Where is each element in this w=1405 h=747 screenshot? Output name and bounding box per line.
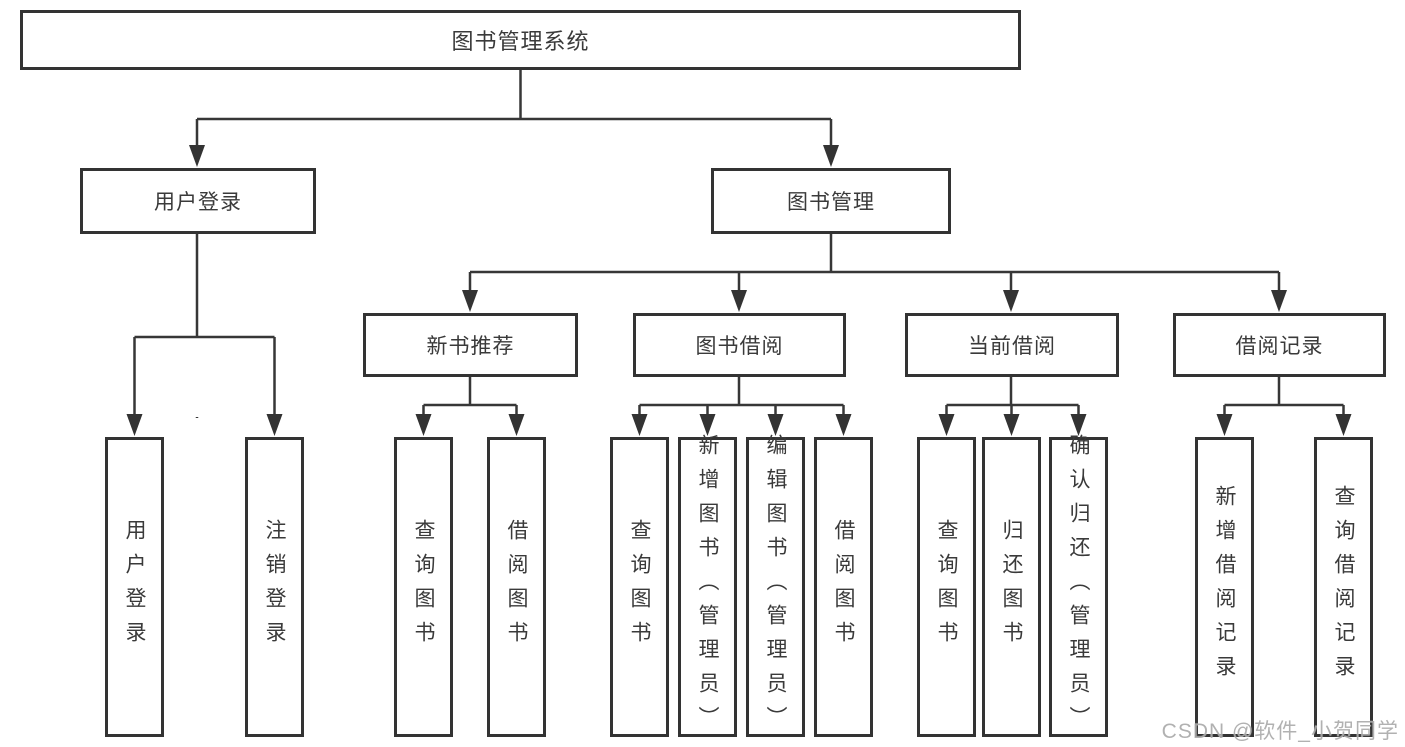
leaf-query-books-borrow: 查询图书 [610,437,669,737]
node-book-management: 图书管理 [711,168,951,234]
node-borrowing-records-label: 借阅记录 [1235,335,1324,358]
leaf-add-borrow-record: 新增借阅记录 [1195,437,1254,737]
edge-current-children [945,377,1080,421]
leaf-query-books-recommend-label: 查询图书 [412,519,435,655]
leaf-logout-label: 注销登录 [263,519,286,655]
leaf-query-books-current-label: 查询图书 [935,519,958,655]
leaf-borrow-books-recommend-label: 借阅图书 [505,519,528,655]
leaf-query-borrow-record-label: 查询借阅记录 [1332,485,1355,689]
node-book-management-label: 图书管理 [787,191,875,214]
leaf-user-login-label: 用户登录 [123,519,146,655]
node-library-system-label: 图书管理系统 [451,29,590,54]
node-book-borrowing-label: 图书借阅 [695,335,784,358]
leaf-borrow-books-borrow-label: 借阅图书 [832,519,855,655]
leaf-add-borrow-record-label: 新增借阅记录 [1213,485,1236,689]
leaf-borrow-books-borrow: 借阅图书 [814,437,873,737]
leaf-confirm-return-admin-label: 确认归还（管理员） [1067,434,1090,740]
leaf-query-books-borrow-label: 查询图书 [628,519,651,655]
node-new-book-recommend-label: 新书推荐 [426,335,515,358]
leaf-add-books-admin-label: 新增图书（管理员） [696,434,719,740]
leaf-query-books-recommend: 查询图书 [394,437,453,737]
leaf-return-books: 归还图书 [982,437,1041,737]
leaf-query-borrow-record: 查询借阅记录 [1314,437,1373,737]
edge-recommend-children [422,377,518,421]
leaf-edit-books-admin-label: 编辑图书（管理员） [764,434,787,740]
node-borrowing-records: 借阅记录 [1173,313,1386,377]
leaf-user-login: 用户登录 [105,437,164,737]
node-current-borrowing: 当前借阅 [905,313,1119,377]
node-new-book-recommend: 新书推荐 [363,313,578,377]
edge-book-mgmt-children [468,233,1281,297]
edge-user-login-children [133,233,276,421]
node-current-borrowing-label: 当前借阅 [968,335,1056,358]
node-user-login-label: 用户登录 [154,191,242,214]
leaf-confirm-return-admin: 确认归还（管理员） [1049,434,1108,740]
leaf-query-books-current: 查询图书 [917,437,976,737]
edge-borrow-children [638,377,845,421]
node-library-system: 图书管理系统 [20,10,1021,70]
node-book-borrowing: 图书借阅 [633,313,846,377]
leaf-return-books-label: 归还图书 [1000,519,1023,655]
leaf-edit-books-admin: 编辑图书（管理员） [746,434,805,740]
csdn-watermark: CSDN @软件_小贺同学 [1161,720,1399,743]
leaf-add-books-admin: 新增图书（管理员） [678,434,737,740]
edge-records-children [1223,377,1345,421]
leaf-borrow-books-recommend: 借阅图书 [487,437,546,737]
node-user-login: 用户登录 [80,168,316,234]
leaf-logout: 注销登录 [245,437,304,737]
